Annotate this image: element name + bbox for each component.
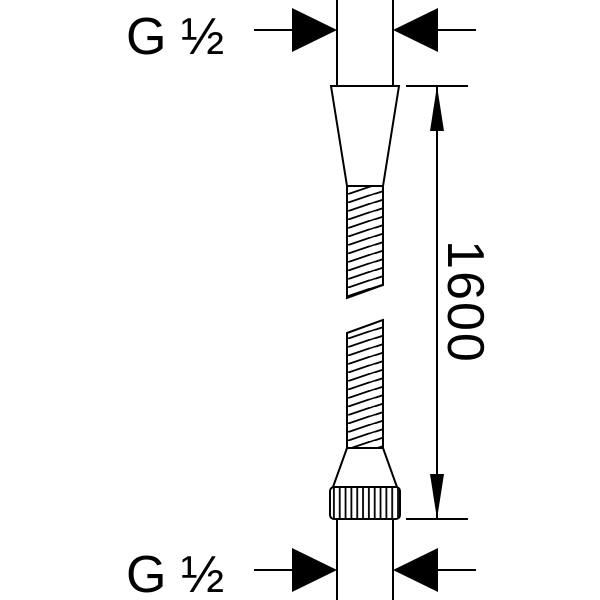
top-width-dimension — [254, 8, 476, 52]
hose-lower-section — [346, 318, 384, 449]
bottom-thread-label: G ½ — [126, 546, 224, 600]
knurled-nut — [329, 486, 401, 520]
dimension-arrowhead-up-icon — [430, 86, 444, 131]
bottom-pipe — [336, 519, 394, 600]
top-pipe — [336, 0, 394, 86]
hose-upper-section — [346, 185, 384, 300]
length-dimension: 1600 — [406, 85, 494, 520]
bottom-left-arrowhead-icon — [292, 548, 337, 592]
top-thread-label: G ½ — [126, 8, 224, 66]
top-left-arrowhead-icon — [292, 8, 337, 52]
bottom-right-arrowhead-icon — [393, 548, 438, 592]
top-right-arrowhead-icon — [393, 8, 438, 52]
bottom-width-dimension — [254, 548, 476, 592]
top-conical-nut — [329, 85, 401, 187]
dimension-arrowhead-down-icon — [430, 474, 444, 519]
length-value: 1600 — [436, 240, 494, 364]
bottom-conical-connector — [331, 447, 399, 488]
